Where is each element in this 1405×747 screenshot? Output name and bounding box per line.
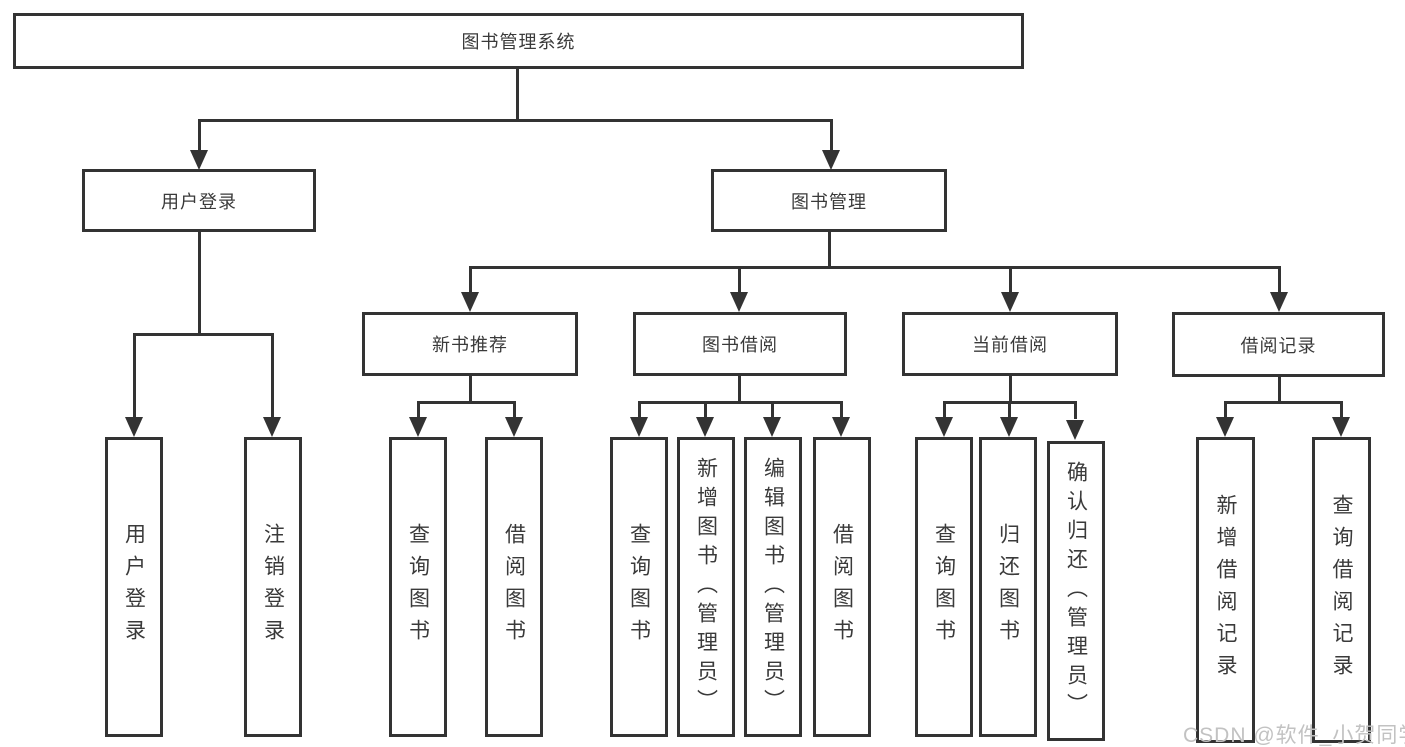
connector-newbooks-stem (469, 376, 472, 404)
arrowhead-currentborrow-leaf-2 (1000, 417, 1018, 437)
connector-records-branch (1224, 401, 1343, 404)
connector-root-stem (516, 69, 519, 121)
leaf-borrow-book: 借阅图书 (813, 437, 871, 737)
arrowhead-book-mgmt (822, 150, 840, 170)
connector-bookmgmt-drop-4 (1278, 266, 1281, 294)
leaf-borrow-add-label: 新增图书（管理员） (694, 456, 718, 718)
leaf-user-login: 用户登录 (105, 437, 163, 737)
connector-bookmgmt-drop-2 (738, 266, 741, 294)
arrowhead-records-leaf-2 (1332, 417, 1350, 437)
connector-root-branch (198, 119, 833, 122)
node-book-borrow-label: 图书借阅 (702, 335, 778, 355)
node-new-books: 新书推荐 (362, 312, 578, 376)
node-book-mgmt-label: 图书管理 (791, 191, 867, 212)
connector-bookborrow-drop-4 (840, 401, 843, 419)
leaf-records-add-label: 新增借阅记录 (1214, 494, 1237, 686)
connector-root-right-drop (830, 119, 833, 155)
node-book-borrow: 图书借阅 (633, 312, 847, 376)
leaf-newbooks-borrow-label: 借阅图书 (502, 523, 526, 651)
leaf-newbooks-borrow: 借阅图书 (485, 437, 543, 737)
connector-records-drop-1 (1224, 401, 1227, 419)
connector-currentborrow-drop-1 (943, 401, 946, 419)
arrowhead-newbooks-leaf-1 (409, 417, 427, 437)
leaf-records-add: 新增借阅记录 (1196, 437, 1255, 743)
connector-bookborrow-drop-1 (638, 401, 641, 419)
arrowhead-book-borrow (730, 292, 748, 312)
connector-bookborrow-stem (738, 376, 741, 404)
arrowhead-current-borrow (1001, 292, 1019, 312)
leaf-borrow-query-label: 查询图书 (627, 523, 651, 651)
leaf-user-login-label: 用户登录 (122, 523, 146, 651)
leaf-current-return: 归还图书 (979, 437, 1037, 737)
connector-bookmgmt-drop-3 (1009, 266, 1012, 294)
leaf-borrow-edit-label: 编辑图书（管理员） (761, 456, 785, 718)
connector-records-stem (1278, 377, 1281, 404)
node-new-books-label: 新书推荐 (432, 335, 508, 355)
leaf-borrow-add: 新增图书（管理员） (677, 437, 735, 737)
node-book-mgmt: 图书管理 (711, 169, 947, 232)
connector-userlogin-branch (133, 333, 274, 336)
arrowhead-bookborrow-leaf-4 (832, 417, 850, 437)
connector-bookmgmt-stem (828, 232, 831, 268)
node-borrow-records: 借阅记录 (1172, 312, 1385, 377)
arrowhead-newbooks-leaf-2 (505, 417, 523, 437)
leaf-borrow-query: 查询图书 (610, 437, 668, 737)
arrowhead-currentborrow-leaf-3 (1066, 420, 1084, 440)
connector-bookmgmt-drop-1 (469, 266, 472, 294)
connector-root-left-drop (198, 119, 201, 155)
connector-userlogin-stem (198, 232, 201, 336)
leaf-newbooks-query-label: 查询图书 (406, 523, 430, 651)
arrowhead-bookborrow-leaf-2 (696, 417, 714, 437)
leaf-current-confirm: 确认归还（管理员） (1047, 441, 1105, 741)
node-user-login-label: 用户登录 (161, 191, 237, 212)
connector-currentborrow-drop-2 (1008, 401, 1011, 419)
connector-newbooks-branch (417, 401, 516, 404)
leaf-logout-label: 注销登录 (261, 523, 285, 651)
leaf-records-query-label: 查询借阅记录 (1330, 494, 1353, 686)
arrowhead-userlogin-leaf-2 (263, 417, 281, 437)
node-current-borrow-label: 当前借阅 (972, 335, 1048, 355)
connector-bookborrow-drop-2 (704, 401, 707, 419)
arrowhead-userlogin-leaf-1 (125, 417, 143, 437)
leaf-current-query-label: 查询图书 (932, 523, 956, 651)
leaf-current-confirm-label: 确认归还（管理员） (1064, 460, 1088, 722)
leaf-current-return-label: 归还图书 (996, 523, 1020, 651)
node-root-label: 图书管理系统 (461, 32, 576, 52)
arrowhead-bookborrow-leaf-1 (630, 417, 648, 437)
connector-currentborrow-drop-3 (1074, 401, 1077, 419)
node-current-borrow: 当前借阅 (902, 312, 1118, 376)
leaf-newbooks-query: 查询图书 (389, 437, 447, 737)
connector-bookmgmt-branch (469, 266, 1281, 269)
arrowhead-user-login (190, 150, 208, 170)
node-user-login: 用户登录 (82, 169, 316, 232)
leaf-logout: 注销登录 (244, 437, 302, 737)
leaf-borrow-book-label: 借阅图书 (830, 523, 854, 651)
connector-currentborrow-stem (1009, 376, 1012, 404)
arrowhead-records-leaf-1 (1216, 417, 1234, 437)
leaf-current-query: 查询图书 (915, 437, 973, 737)
arrowhead-new-books (461, 292, 479, 312)
connector-bookborrow-branch (638, 401, 843, 404)
connector-newbooks-drop-2 (513, 401, 516, 419)
arrowhead-borrow-records (1270, 292, 1288, 312)
connector-userlogin-drop-2 (271, 333, 274, 419)
node-root: 图书管理系统 (13, 13, 1024, 69)
arrowhead-currentborrow-leaf-1 (935, 417, 953, 437)
leaf-borrow-edit: 编辑图书（管理员） (744, 437, 802, 737)
connector-newbooks-drop-1 (417, 401, 420, 419)
connector-bookborrow-drop-3 (771, 401, 774, 419)
arrowhead-bookborrow-leaf-3 (763, 417, 781, 437)
connector-userlogin-drop-1 (133, 333, 136, 419)
leaf-records-query: 查询借阅记录 (1312, 437, 1371, 743)
csdn-watermark: CSDN @软件_小贺同学 (1183, 724, 1405, 747)
node-borrow-records-label: 借阅记录 (1240, 335, 1317, 356)
connector-records-drop-2 (1340, 401, 1343, 419)
